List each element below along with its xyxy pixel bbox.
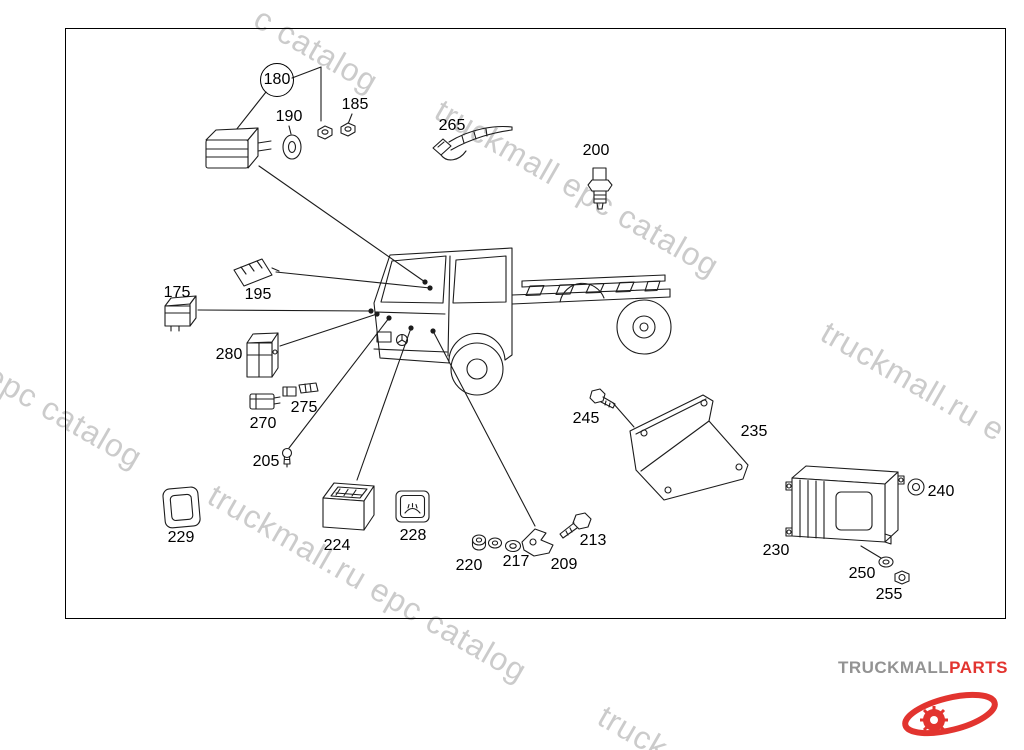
part-label-230: 230: [762, 542, 790, 559]
part-icon-235-bracket: [629, 394, 749, 501]
brand-emblem-icon: [902, 691, 998, 737]
part-label-245: 245: [572, 410, 600, 427]
part-icon-275-clips: [282, 382, 319, 397]
leader-lines: [197, 66, 882, 559]
part-label-185: 185: [341, 96, 369, 113]
part-icon-209-clip: [521, 528, 554, 557]
part-label-224: 224: [323, 537, 351, 554]
part-icon-213-screw: [559, 512, 592, 539]
chassis-frame: [511, 274, 671, 305]
part-label-270: 270: [249, 415, 277, 432]
part-label-280: 280: [215, 346, 243, 363]
part-icon-190-grommet: [282, 134, 302, 160]
part-icon-185-nuts: [317, 122, 356, 140]
part-icon-220-nuts: [471, 534, 503, 551]
part-icon-205-bulb: [281, 447, 293, 468]
brand-logo: TRUCKMALLPARTS: [838, 658, 1008, 746]
part-label-209: 209: [550, 556, 578, 573]
part-label-235: 235: [740, 423, 768, 440]
part-icon-265-cable-tie: [432, 126, 513, 161]
part-icon-195-connector: [233, 258, 280, 287]
part-label-275: 275: [290, 399, 318, 416]
part-label-229: 229: [167, 529, 195, 546]
part-icon-180-relay: [205, 127, 272, 169]
part-icon-270-relay: [249, 393, 281, 410]
part-icon-217-grommet: [504, 539, 522, 553]
part-icon-250-washer: [878, 556, 894, 568]
brand-name-gray: TRUCKMALL: [837, 658, 950, 677]
part-icon-230-control-unit: [785, 465, 905, 545]
part-label-217: 217: [502, 553, 530, 570]
part-label-190: 190: [275, 108, 303, 125]
door-edge: [447, 255, 451, 357]
part-label-180: 180: [260, 63, 294, 97]
part-icon-255-nut: [894, 570, 910, 585]
part-label-255: 255: [875, 586, 903, 603]
attachment-dots: [368, 279, 436, 334]
part-label-228: 228: [399, 527, 427, 544]
front-grille: [373, 311, 448, 353]
part-label-250: 250: [848, 565, 876, 582]
part-icon-224-switch: [322, 482, 375, 531]
part-icon-200-switch: [587, 167, 613, 210]
part-icon-229-bezel: [162, 486, 201, 529]
part-label-205: 205: [252, 453, 280, 470]
brand-name: TRUCKMALLPARTS: [838, 658, 1008, 678]
front-wheel: [450, 342, 504, 396]
part-label-220: 220: [455, 557, 483, 574]
door-window: [452, 255, 507, 304]
part-label-175: 175: [163, 284, 191, 301]
part-icon-175-relay: [164, 295, 197, 332]
part-label-200: 200: [582, 142, 610, 159]
part-icon-245-screw: [589, 388, 616, 409]
part-icon-280-relay: [246, 332, 279, 378]
part-label-213: 213: [579, 532, 607, 549]
part-label-265: 265: [438, 117, 466, 134]
windshield: [380, 255, 447, 304]
part-label-240: 240: [927, 483, 955, 500]
part-icon-228-switch: [395, 490, 430, 523]
part-icon-240-grommet: [907, 478, 925, 496]
part-label-195: 195: [244, 286, 272, 303]
rear-wheel: [616, 299, 672, 355]
brand-name-red: PARTS: [949, 658, 1008, 677]
